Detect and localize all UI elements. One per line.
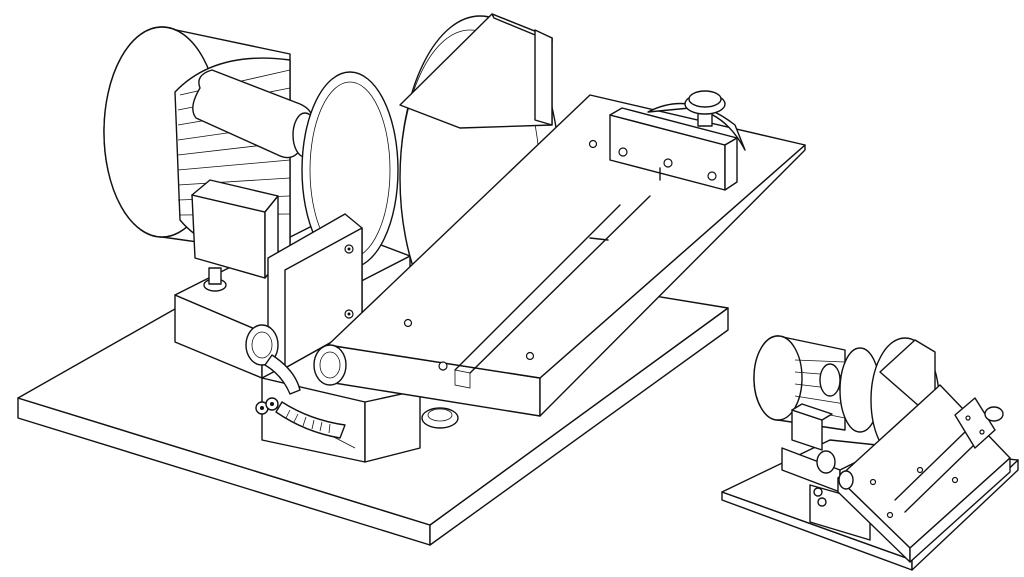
table-lock-knob[interactable]	[421, 407, 459, 429]
inset-motor	[753, 335, 881, 433]
inset-adjust-screw	[813, 487, 827, 507]
angle-guide	[609, 102, 746, 191]
star-knob-left[interactable]	[245, 324, 301, 395]
star-knob-top[interactable]	[684, 90, 726, 127]
angle-scale	[275, 401, 346, 439]
inset-view	[721, 335, 1019, 571]
adjust-screw	[255, 397, 279, 415]
star-knob-right[interactable]	[313, 344, 347, 386]
terminal-box	[191, 179, 279, 279]
inset-angle-guide	[954, 397, 996, 449]
mount-bolt	[203, 267, 227, 292]
inset-terminal-box	[791, 403, 833, 451]
inset-star-knob-front[interactable]	[816, 450, 854, 490]
disc-guard	[399, 13, 553, 129]
inset-star-knob-top[interactable]	[984, 406, 1004, 422]
main-view	[17, 13, 806, 546]
